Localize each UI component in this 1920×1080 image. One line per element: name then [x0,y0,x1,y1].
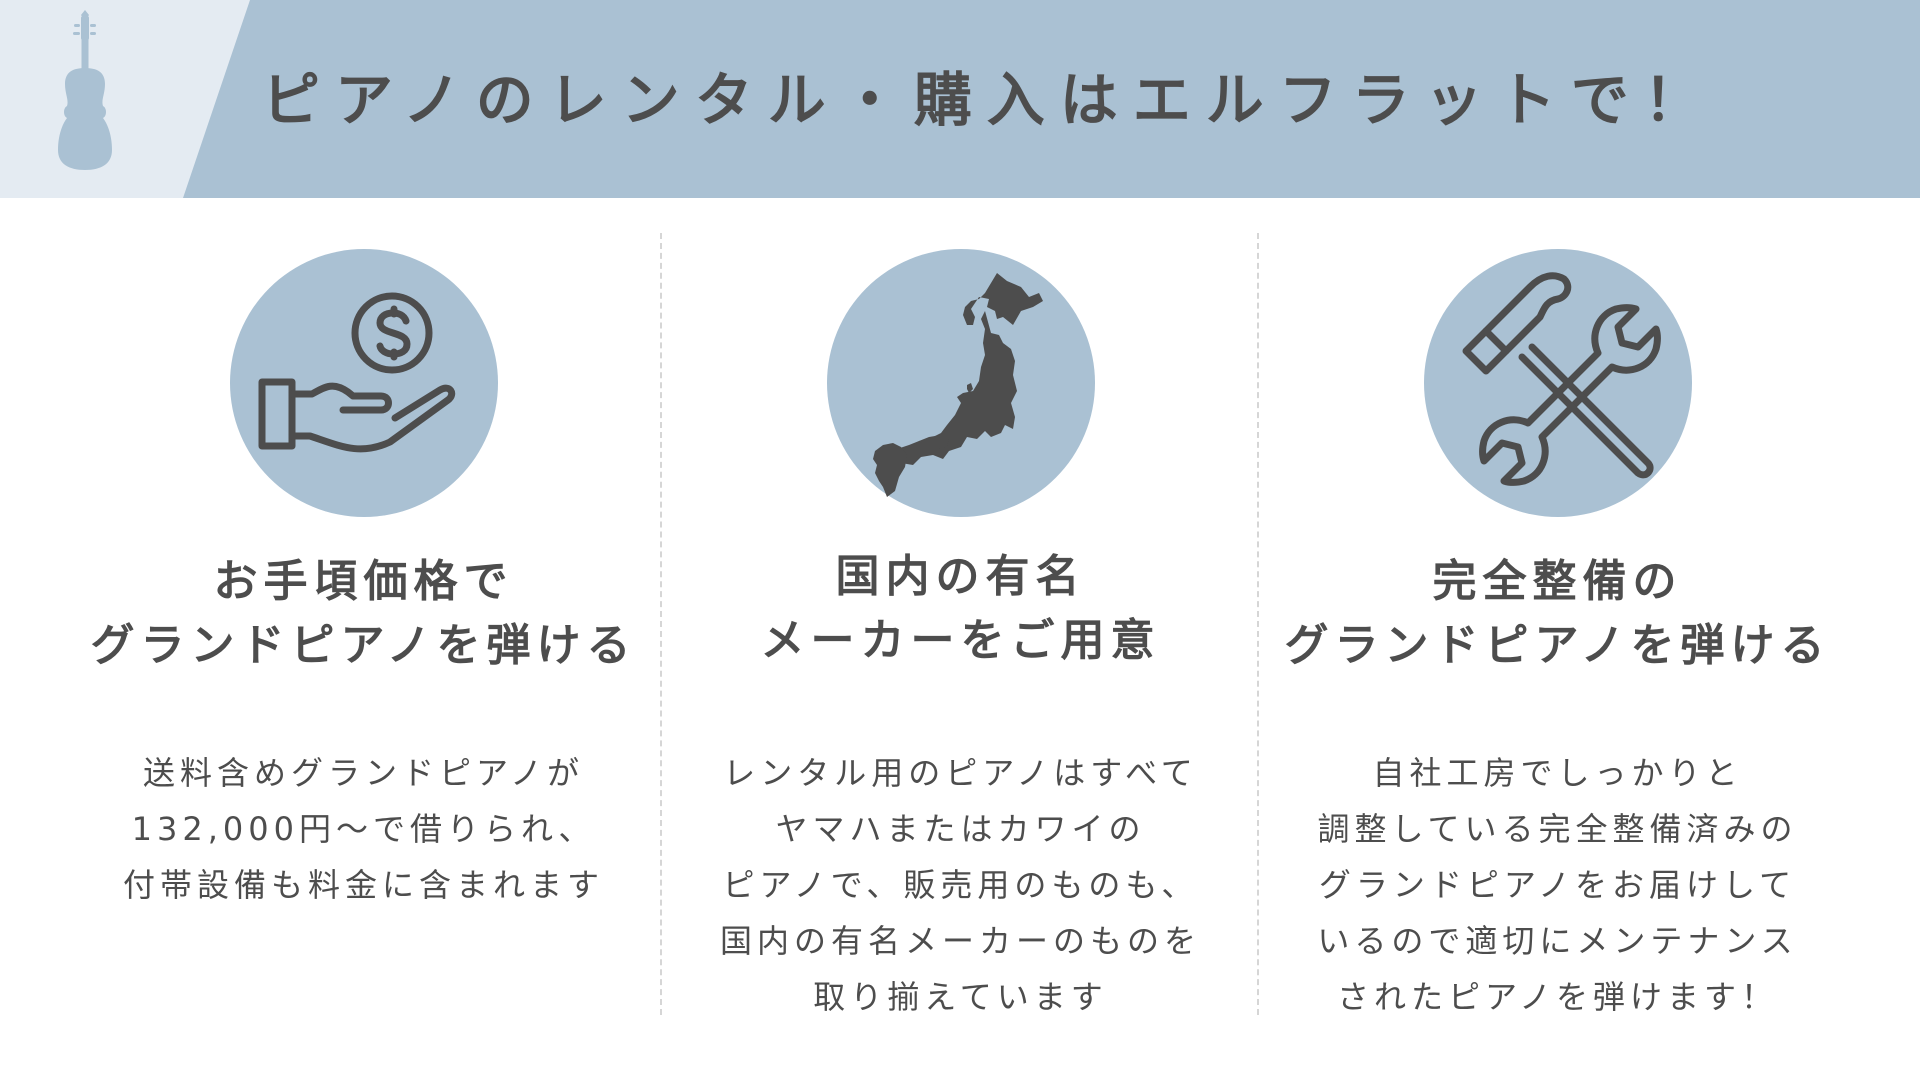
feature-description-line: レンタル用のピアノはすべて [723,754,1198,792]
feature-icon-circle [826,249,1095,517]
feature-heading-line: グランドピアノを弾ける [1284,620,1831,671]
feature-icon-circle [229,249,498,517]
column-divider [660,233,662,1015]
feature-heading-line: グランドピアノを弾ける [90,620,637,671]
feature-icon-circle [1423,249,1692,517]
feature-description: レンタル用のピアノはすべて ヤマハまたはカワイの ピアノで、販売用のものも、 国… [662,745,1259,1025]
feature-description-line: 送料含めグランドピアノが [142,754,585,792]
column-divider [1257,233,1259,1015]
feature-heading: お手頃価格で グランドピアノを弾ける [65,550,662,678]
page-title: ピアノのレンタル・購入はエルフラットで！ [262,66,1717,134]
feature-description: 送料含めグランドピアノが 132,000円～で借りられ、 付帯設備も料金に含まれ… [65,745,662,913]
feature-description-line: ピアノで、販売用のものも、 [722,866,1199,904]
feature-column-price: お手頃価格で グランドピアノを弾ける 送料含めグランドピアノが 132,000円… [65,0,662,1080]
feature-heading-line: メーカーをご用意 [760,615,1161,666]
feature-heading-line: お手頃価格で [213,556,514,607]
feature-heading: 国内の有名 メーカーをご用意 [662,545,1259,673]
feature-description-line: 取り揃えています [813,978,1108,1016]
feature-heading: 完全整備の グランドピアノを弾ける [1259,550,1856,678]
feature-description-line: 国内の有名メーカーのものを [719,922,1201,960]
feature-description-line: グランドピアノをお届けして [1318,866,1797,904]
feature-description-line: ヤマハまたはカワイの [775,810,1146,848]
japan-map-icon [872,273,1043,497]
feature-heading-line: 国内の有名 [835,551,1086,602]
hand-with-coin-icon [258,292,455,453]
feature-description-line: されたピアノを弾けます！ [1336,978,1779,1016]
feature-description-line: 付帯設備も料金に含まれます [122,866,604,904]
feature-heading-line: 完全整備の [1432,556,1683,607]
feature-description-line: いるので適切にメンテナンス [1317,922,1798,960]
feature-description: 自社工房でしっかりと 調整している完全整備済みの グランドピアノをお届けして い… [1259,745,1856,1025]
hammer-and-wrench-icon [1462,272,1661,486]
violin-icon [58,10,112,170]
feature-description-line: 自社工房でしっかりと [1372,754,1743,792]
feature-column-makers: 国内の有名 メーカーをご用意 レンタル用のピアノはすべて ヤマハまたはカワイの … [662,0,1259,1080]
feature-description-line: 調整している完全整備済みの [1317,810,1798,848]
feature-description-line: 132,000円～で借りられ、 [131,810,596,848]
header-banner: ピアノのレンタル・購入はエルフラットで！ [0,0,1920,198]
feature-column-maintenance: 完全整備の グランドピアノを弾ける 自社工房でしっかりと 調整している完全整備済… [1259,0,1856,1080]
